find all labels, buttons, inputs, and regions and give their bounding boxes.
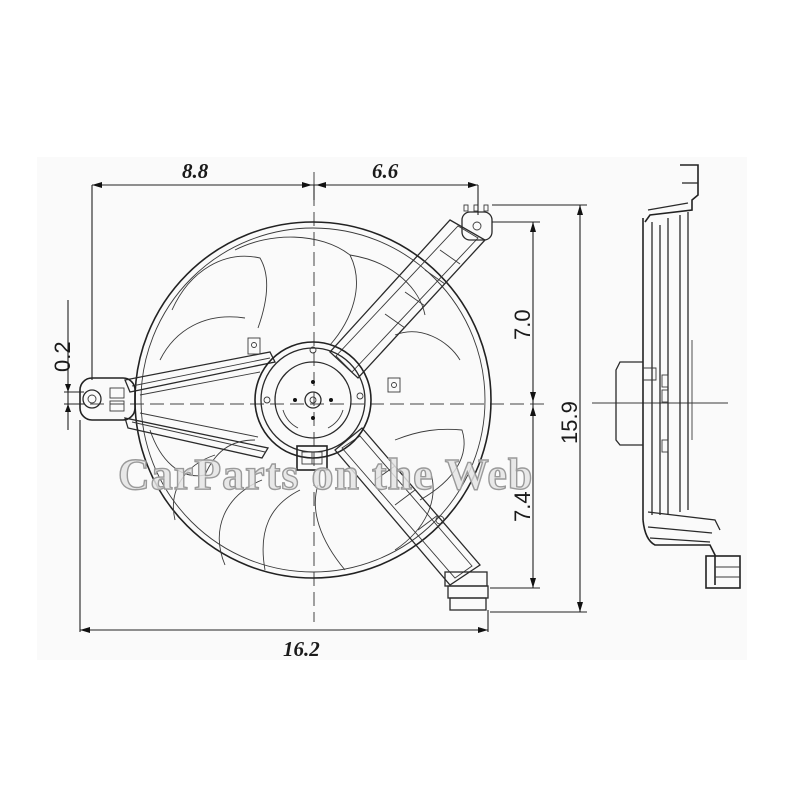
mount-arm-left [124,351,276,459]
fan-blades [149,236,465,571]
side-view [592,164,741,589]
dim-right-lower: 7.4 [510,491,535,522]
mount-tabs [247,337,401,393]
dim-right-overall: 15.9 [557,401,582,444]
watermark: CarParts on the Web [118,450,533,499]
mount-bracket-left [79,377,136,421]
dimensions: 8.8 6.6 16.2 7.0 7.4 15.9 0.2 [50,159,587,661]
dim-left-offset: 0.2 [50,341,75,372]
mount-arm-lower-right [334,427,489,611]
dim-bottom-width: 16.2 [283,637,320,661]
motor-connector [296,445,328,471]
dim-top-left: 8.8 [182,159,209,183]
dim-top-right: 6.6 [372,159,399,183]
dim-right-upper: 7.0 [510,309,535,340]
front-view [70,172,545,622]
motor-hub [254,341,372,459]
drawing-panel [37,157,747,660]
mount-arm-upper-right [329,204,493,379]
